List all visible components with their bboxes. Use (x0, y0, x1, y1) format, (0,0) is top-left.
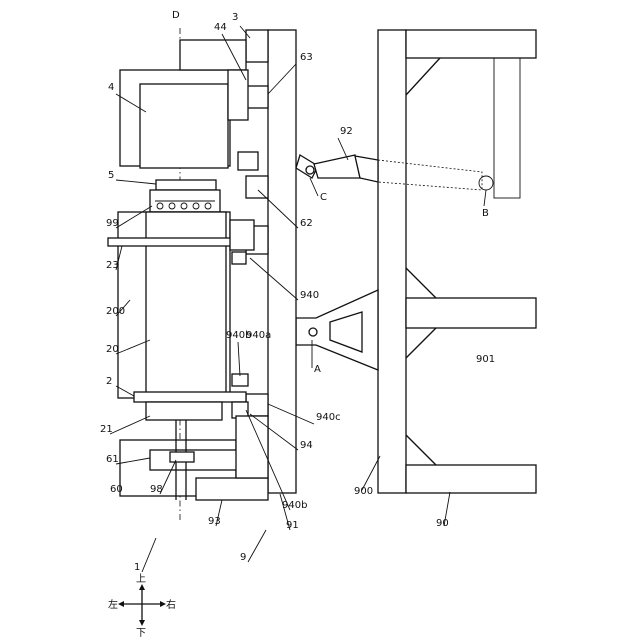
coupling-5 (150, 180, 220, 212)
label-200: 200 (106, 306, 125, 317)
label-94: 94 (300, 440, 313, 451)
label-3: 3 (232, 12, 238, 23)
flange-lower (146, 402, 222, 420)
label-940b-bottom: 940b (282, 500, 307, 511)
bracket-upper (230, 220, 254, 250)
legend-up: 上 (136, 573, 146, 585)
side-plate-94 (236, 416, 268, 478)
brace-top (406, 58, 440, 95)
hinge-a (296, 290, 378, 370)
leader-line (238, 342, 240, 376)
label-60: 60 (110, 484, 123, 495)
legend-down: 下 (136, 628, 146, 639)
label-61: 61 (106, 454, 119, 465)
brace-bottom (406, 435, 436, 465)
label-5: 5 (108, 170, 114, 181)
motor-clamp (238, 152, 258, 170)
coupling-98 (170, 452, 194, 462)
label-1: 1 (134, 562, 140, 573)
arrowhead-down (139, 620, 145, 626)
brace-mid-a (406, 268, 436, 298)
label-63: 63 (300, 52, 313, 63)
block-63 (246, 86, 268, 108)
leader-line (110, 416, 150, 434)
leader-line (338, 138, 348, 160)
cylinder-rod (314, 155, 360, 178)
label-62: 62 (300, 218, 313, 229)
block-3 (246, 30, 268, 62)
plate-23 (108, 238, 248, 246)
label-2: 2 (106, 376, 112, 387)
label-D: D (172, 10, 180, 21)
label-44: 44 (214, 22, 227, 33)
label-A: A (314, 364, 321, 375)
hinge-pin (309, 328, 317, 336)
base-plate-91 (268, 30, 296, 493)
frame-mid-arm (406, 298, 536, 328)
label-4: 4 (108, 82, 114, 93)
motor-top-block (180, 40, 246, 70)
block-62 (246, 176, 268, 198)
motor-4 (120, 40, 258, 170)
label-9: 9 (240, 552, 246, 563)
motor-core (140, 84, 228, 168)
plate-lower (134, 392, 246, 402)
frame-post (494, 58, 520, 198)
legend-left: 左 (108, 598, 118, 611)
label-940a: 940a (246, 330, 271, 341)
frame-900 (378, 30, 536, 493)
frame-bottom-arm (406, 465, 536, 493)
label-940c: 940c (316, 412, 341, 423)
leader-line (310, 178, 318, 196)
block-940c (246, 394, 268, 416)
label-98: 98 (150, 484, 163, 495)
frame-beam (378, 30, 406, 493)
leader-arrow (248, 530, 266, 562)
label-92: 92 (340, 126, 353, 137)
leader-line (362, 456, 380, 490)
coupling-plate (156, 180, 216, 190)
label-B: B (482, 208, 489, 219)
legend-right: 右 (166, 598, 176, 611)
pin-b (479, 176, 493, 190)
arrowhead-left (118, 601, 124, 607)
assembly-60 (120, 416, 268, 500)
direction-legend: 上 下 左 右 (108, 573, 176, 639)
label-C: C (320, 192, 327, 203)
pin-c (306, 166, 314, 174)
label-93: 93 (208, 516, 221, 527)
bracket-940 (230, 220, 254, 418)
bracket-upper-clip (232, 252, 246, 264)
label-940: 940 (300, 290, 319, 301)
leader-line (116, 180, 156, 184)
leader-line (484, 190, 486, 206)
brace-mid-b (406, 328, 436, 358)
base-93 (196, 478, 268, 500)
roller-20 (108, 212, 248, 420)
frame-top-arm (406, 30, 536, 58)
label-901: 901 (476, 354, 495, 365)
label-90: 90 (436, 518, 449, 529)
leader-arrow (142, 538, 156, 572)
